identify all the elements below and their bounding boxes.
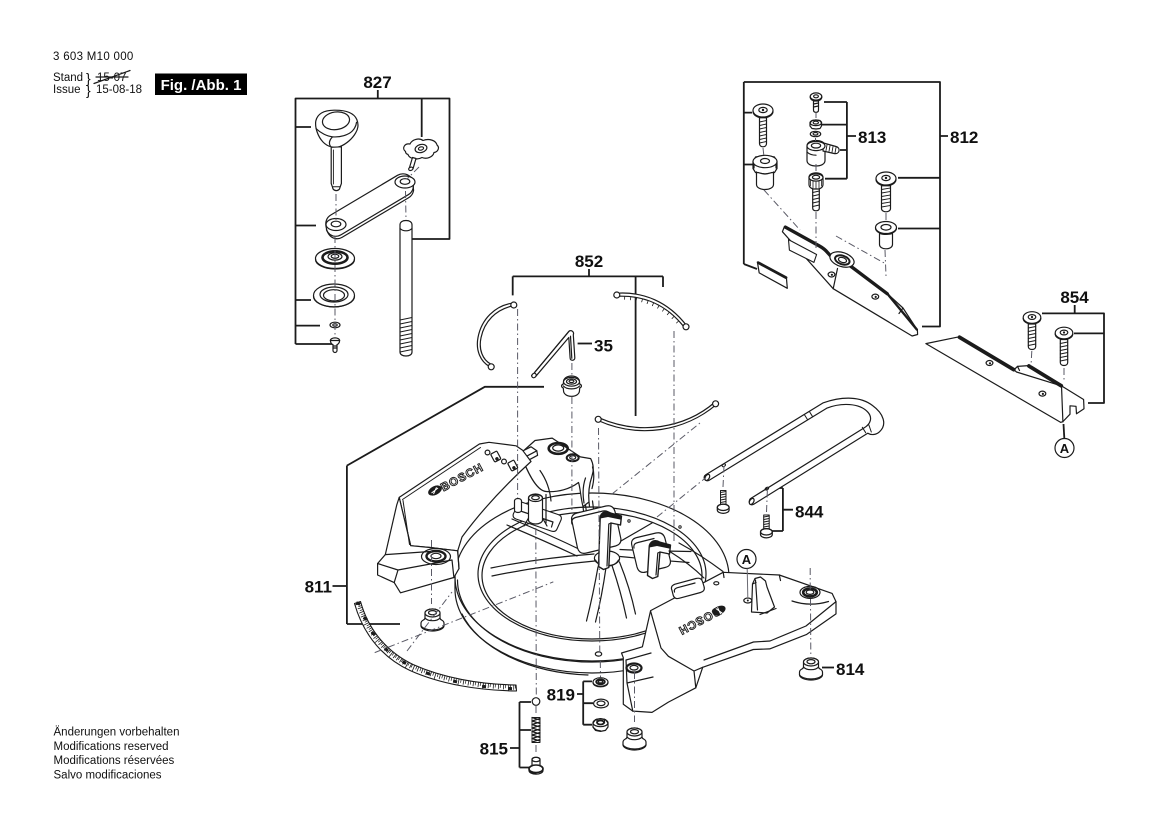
svg-text:819: 819 <box>547 686 575 705</box>
svg-text:827: 827 <box>363 73 391 92</box>
svg-text:}: } <box>86 70 91 86</box>
svg-text:815: 815 <box>480 740 508 759</box>
svg-text:15-08-18: 15-08-18 <box>96 84 142 96</box>
svg-text:35: 35 <box>594 337 613 356</box>
svg-text:A: A <box>1060 441 1070 456</box>
svg-text:A: A <box>742 552 752 567</box>
svg-text:Fig. /Abb. 1: Fig. /Abb. 1 <box>161 77 242 94</box>
svg-text:854: 854 <box>1060 288 1089 307</box>
svg-text:814: 814 <box>836 660 865 679</box>
svg-text:813: 813 <box>858 128 886 147</box>
svg-text:Stand: Stand <box>53 72 83 84</box>
svg-text:Salvo modificaciones: Salvo modificaciones <box>54 769 162 781</box>
svg-text:3 603 M10 000: 3 603 M10 000 <box>53 51 134 63</box>
svg-text:Modifications réservées: Modifications réservées <box>54 755 175 767</box>
svg-text:811: 811 <box>305 578 332 597</box>
svg-text:Änderungen vorbehalten: Änderungen vorbehalten <box>54 727 180 739</box>
svg-text:852: 852 <box>575 252 603 271</box>
svg-text:844: 844 <box>795 503 824 522</box>
svg-text:Modifications reserved: Modifications reserved <box>54 741 169 753</box>
svg-text:}: } <box>86 82 91 98</box>
svg-text:Issue: Issue <box>53 84 81 96</box>
svg-text:812: 812 <box>950 128 978 147</box>
